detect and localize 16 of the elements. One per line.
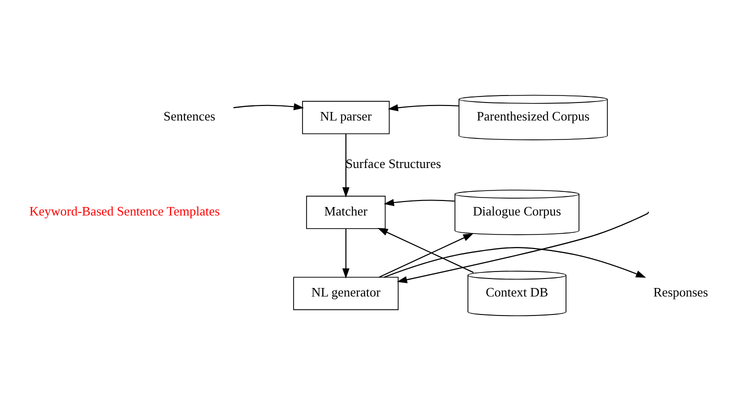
node-text: Responses xyxy=(653,284,708,300)
arrow xyxy=(396,212,648,283)
arrow xyxy=(378,232,474,278)
arrow xyxy=(384,198,455,206)
arrow xyxy=(233,102,304,110)
arrow xyxy=(384,246,646,278)
arrow xyxy=(342,228,350,278)
node-box: Matcher xyxy=(306,195,386,228)
arrow xyxy=(388,104,459,111)
arrow xyxy=(378,227,474,272)
edge-label: Surface Structures xyxy=(346,156,442,171)
arrow xyxy=(342,133,350,198)
label: Keyword-Based Sentence Templates xyxy=(29,202,220,218)
node-text: Sentences xyxy=(163,108,216,124)
node-box: NL generator xyxy=(293,276,399,310)
node-box: NL parser xyxy=(302,100,390,134)
